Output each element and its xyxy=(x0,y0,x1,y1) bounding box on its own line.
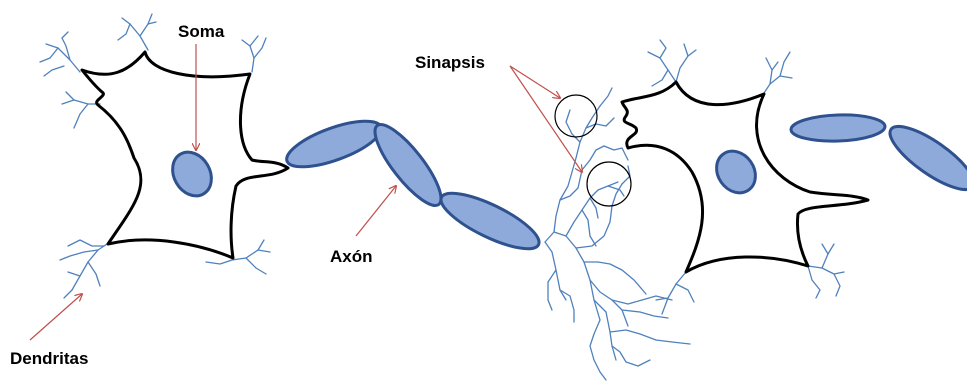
left-neuron-dendrites xyxy=(39,13,271,299)
axon xyxy=(285,119,541,251)
sinapsis-pointer-1 xyxy=(509,65,560,98)
left-nucleus xyxy=(171,150,213,198)
right-neuron-dendrites xyxy=(647,39,845,315)
myelin-sheath-3 xyxy=(439,191,541,251)
label-axon: Axón xyxy=(330,247,373,266)
label-soma: Soma xyxy=(178,22,225,41)
dendritas-pointer xyxy=(29,294,82,341)
axon-pointer xyxy=(355,186,396,237)
left-neuron xyxy=(39,13,290,299)
synapse-circle-1 xyxy=(554,94,598,138)
right-nucleus xyxy=(715,149,757,195)
label-dendritas: Dendritas xyxy=(10,349,88,368)
myelin-sheath-2 xyxy=(373,123,443,207)
sinapsis-pointer-2 xyxy=(509,65,582,172)
right-soma-outline xyxy=(620,80,870,274)
myelin-sheath-1 xyxy=(285,119,383,169)
axon-terminals xyxy=(544,87,691,381)
right-myelin-sheath-2 xyxy=(888,124,967,192)
right-myelin-sheath-1 xyxy=(789,113,887,143)
pointers xyxy=(29,44,582,341)
left-soma-outline xyxy=(80,50,290,260)
label-sinapsis: Sinapsis xyxy=(415,53,485,72)
right-neuron xyxy=(620,39,967,315)
synapse-circle-2 xyxy=(586,161,632,207)
